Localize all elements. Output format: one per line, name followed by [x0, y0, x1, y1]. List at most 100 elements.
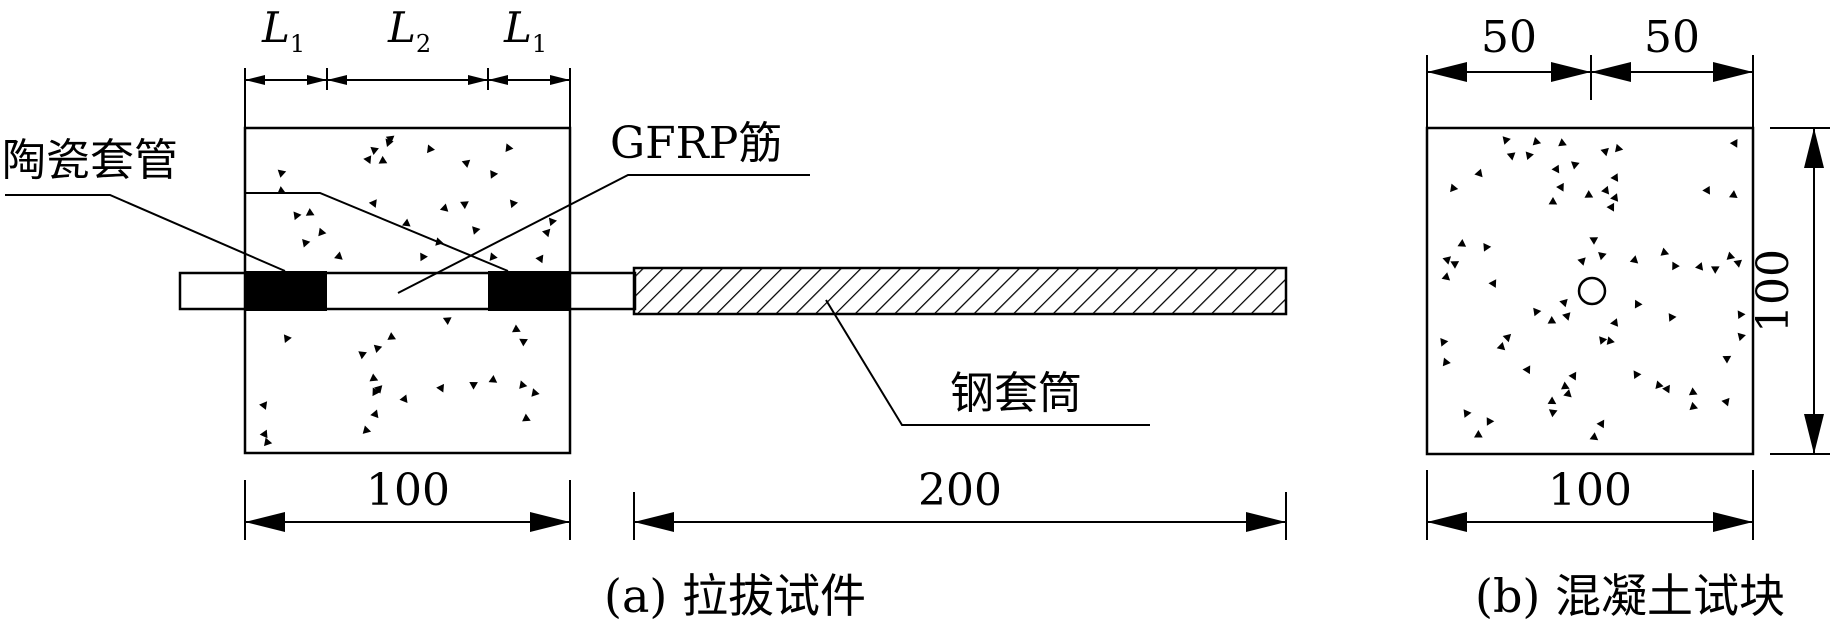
aggregate-speckle: [1450, 183, 1459, 193]
aggregate-speckle: [535, 254, 544, 264]
aggregate-speckle: [1486, 417, 1495, 426]
aggregate-speckle: [1721, 397, 1730, 407]
aggregate-speckle: [1689, 401, 1698, 411]
leader-lines-a: [5, 174, 1150, 426]
aggregate-speckle: [1702, 186, 1710, 195]
aggregate-speckle: [1695, 262, 1704, 271]
aggregate-speckle: [519, 338, 528, 347]
aggregate-speckle: [1502, 136, 1511, 145]
aggregate-speckle: [1532, 137, 1542, 146]
aggregate-speckle: [420, 252, 428, 262]
aggregate-speckle: [1722, 355, 1732, 364]
aggregate-speckle: [1577, 257, 1586, 266]
aggregate-speckle: [1442, 256, 1451, 265]
concrete-block-b: [1425, 126, 1755, 456]
top-dimension-b: [1426, 55, 1754, 128]
aggregate-speckle: [1474, 430, 1483, 438]
aggregate-speckle: [1610, 318, 1619, 327]
aggregate-speckle: [1662, 384, 1670, 394]
aggregate-speckle: [509, 199, 518, 209]
aggregate-speckle: [264, 437, 273, 447]
aggregate-speckle: [1589, 237, 1599, 245]
aggregate-speckle: [1551, 164, 1560, 174]
aggregate-speckle: [1672, 261, 1680, 271]
aggregate-speckle: [1668, 313, 1677, 322]
aggregate-speckle: [1522, 365, 1531, 375]
label-ceramic-sleeve: 陶瓷套管: [2, 135, 178, 186]
aggregate-speckle: [505, 143, 514, 152]
aggregate-speckle: [387, 332, 396, 340]
aggregate-speckle: [1548, 197, 1558, 205]
aggregate-speckle: [1547, 396, 1557, 405]
aggregate-speckle: [1737, 310, 1746, 319]
caption-a: (a) 拉拔试件: [604, 569, 866, 623]
aggregate-speckle: [1483, 243, 1492, 252]
aggregate-speckle: [1615, 143, 1624, 153]
aggregate-speckle: [1726, 251, 1736, 260]
bottom-dimension-b: [1426, 470, 1754, 540]
dim-label-height-b: 100: [1748, 249, 1799, 333]
caption-b: (b) 混凝土试块: [1475, 569, 1785, 623]
aggregate-speckle: [368, 199, 377, 208]
aggregate-speckle: [1598, 252, 1607, 261]
concrete-block-section: 50 50 100 100 (b) 混凝土试块: [1425, 12, 1830, 623]
dim-label-l2: L2: [387, 3, 431, 58]
aggregate-speckle: [488, 375, 498, 383]
aggregate-speckle: [1633, 370, 1642, 379]
dim-label-l1-right: L1: [503, 3, 547, 58]
aggregate-speckle: [442, 317, 452, 325]
aggregate-speckle: [512, 324, 521, 333]
bar-cross-section: [1577, 276, 1607, 306]
aggregate-speckle: [385, 138, 394, 147]
aggregate-speckle: [1450, 261, 1460, 269]
aggregate-speckle: [399, 394, 408, 403]
aggregate-speckle: [1655, 380, 1664, 389]
aggregate-speckle: [460, 201, 469, 210]
aggregate-speckle: [542, 228, 551, 238]
aggregate-speckle: [522, 413, 531, 422]
aggregate-speckle: [277, 169, 287, 178]
aggregate-speckle: [1629, 255, 1639, 264]
label-steel-sleeve: 钢套筒: [950, 368, 1082, 419]
aggregate-speckle: [1502, 333, 1512, 343]
dim-label-half-right: 50: [1644, 12, 1700, 63]
aggregate-speckle: [1558, 138, 1567, 147]
dim-label-steel-length: 200: [918, 465, 1002, 516]
label-gfrp-bar: GFRP筋: [610, 118, 782, 169]
aggregate-speckle: [1556, 182, 1564, 192]
pullout-specimen: L1 L2 L1 陶瓷套管 GFRP筋 钢套筒: [2, 3, 1288, 623]
aggregate-speckle: [1442, 357, 1451, 367]
aggregate-speckle: [318, 227, 327, 237]
aggregate-speckle: [1533, 307, 1542, 317]
aggregate-speckle: [370, 146, 379, 155]
aggregate-speckle: [1660, 247, 1670, 256]
aggregate-speckle: [1711, 266, 1720, 274]
aggregate-speckle: [363, 155, 372, 164]
aggregate-speckle: [1584, 190, 1594, 198]
aggregate-speckle: [302, 239, 311, 248]
aggregate-speckle: [362, 425, 372, 434]
aggregate-speckle: [1547, 316, 1557, 324]
aggregate-speckle: [1506, 152, 1516, 161]
aggregate-speckle: [489, 252, 498, 261]
side-dimension-b: [1770, 127, 1830, 455]
aggregate-speckle: [1589, 432, 1599, 441]
dim-label-width-b: 100: [1548, 465, 1632, 516]
aggregate-speckle: [1440, 338, 1449, 347]
aggregate-speckle: [1729, 139, 1738, 148]
aggregate-speckle: [1559, 298, 1568, 308]
aggregate-speckle: [378, 155, 388, 164]
aggregate-speckle: [1525, 151, 1534, 160]
aggregate-speckle: [436, 383, 444, 393]
aggregate-speckle: [519, 380, 528, 389]
aggregate-speckle: [1441, 272, 1451, 281]
aggregate-speckle: [472, 226, 481, 235]
aggregate-speckle: [358, 351, 367, 360]
aggregate-speckle: [369, 373, 379, 382]
aggregate-speckle: [1568, 371, 1577, 381]
dim-label-block-width-a: 100: [366, 465, 450, 516]
aggregate-speckle: [259, 429, 268, 439]
aggregate-speckle: [1571, 161, 1580, 170]
aggregate-speckle: [427, 144, 435, 154]
